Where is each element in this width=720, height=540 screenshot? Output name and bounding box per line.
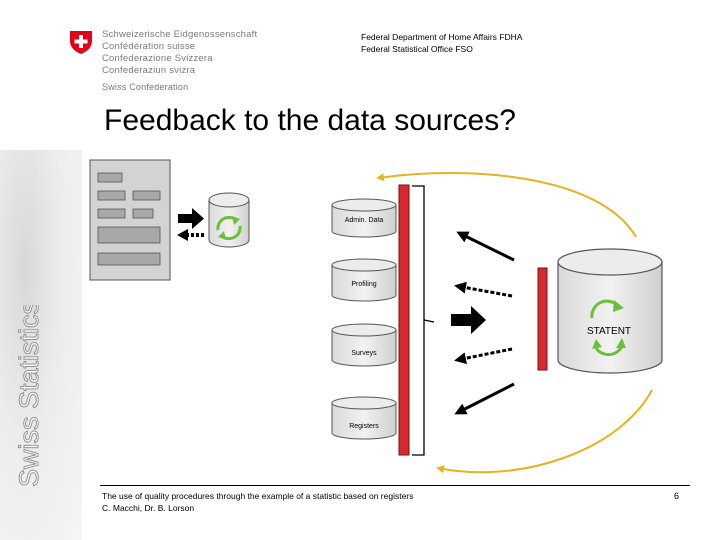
footer-presentation-title: The use of quality procedures through th… (102, 491, 414, 501)
footer-divider (100, 485, 690, 486)
swiss-cross-logo (70, 31, 92, 54)
refresh-icon (216, 215, 242, 241)
source-cylinder-profiling: Profiling (331, 258, 397, 302)
department-label: Federal Department of Home Affairs FDHA (361, 32, 523, 42)
refresh-icon (590, 299, 624, 319)
feedback-arrow-admin (456, 231, 515, 262)
source-label-surveys: Surveys (351, 350, 377, 357)
small-database (208, 192, 250, 248)
confederation-name-rm: Confederaziun svizra (102, 65, 196, 76)
source-label-profiling: Profiling (351, 281, 376, 288)
main-arrow (451, 306, 486, 334)
feedback-arrow-registers (454, 382, 515, 415)
side-photo (0, 150, 82, 540)
refresh-icon (592, 338, 626, 357)
integration-bar (398, 184, 410, 456)
feedback-arrow-profiling (454, 281, 513, 298)
source-cylinder-surveys: Surveys (331, 323, 397, 367)
source-cylinder-admin: Admin. Data (331, 198, 397, 238)
swiss-confederation-label: Swiss Confederation (102, 82, 189, 92)
statent-database: STATENT (557, 248, 663, 374)
confederation-name-it: Confederazione Svizzera (102, 53, 213, 64)
office-label: Federal Statistical Office FSO (361, 44, 473, 54)
footer-authors: C. Macchi, Dr. B. Lorson (102, 503, 195, 513)
source-label-admin: Admin. Data (345, 217, 384, 224)
swiss-statistics-brand: Swiss Statistics (14, 305, 44, 487)
confederation-name-de: Schweizerische Eidgenossenschaft (102, 29, 258, 40)
page-title: Feedback to the data sources? (104, 104, 516, 137)
bracket (412, 185, 425, 456)
brand-text: Swiss Statistics (14, 305, 44, 487)
yellow-arrow-top (376, 172, 637, 238)
statent-label: STATENT (587, 326, 631, 337)
confederation-name-fr: Confédération suisse (102, 41, 196, 52)
form-panel (89, 159, 171, 281)
statent-bar (537, 267, 548, 371)
feedback-arrow-surveys (454, 347, 513, 365)
source-cylinder-registers: Registers (331, 396, 397, 440)
page-number: 6 (674, 491, 680, 501)
source-label-registers: Registers (349, 423, 379, 430)
yellow-arrow-bottom (436, 389, 653, 474)
form-db-arrows (177, 208, 204, 241)
